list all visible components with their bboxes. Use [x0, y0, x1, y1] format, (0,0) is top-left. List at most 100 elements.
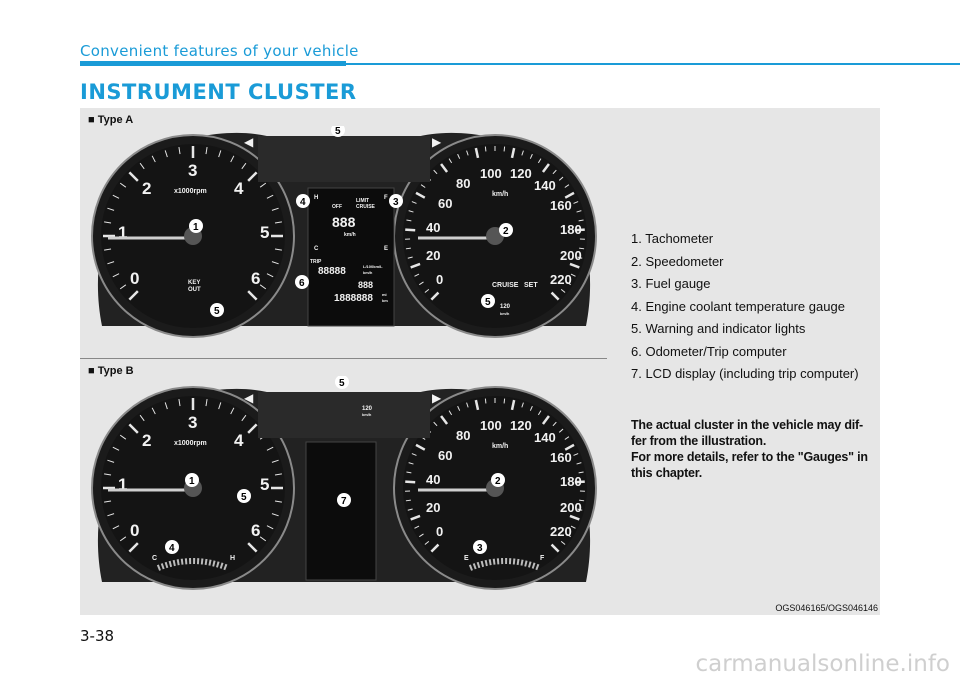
gauge-tick [466, 150, 469, 156]
gauge-tick [274, 221, 282, 224]
header-rule-line [346, 63, 960, 65]
gauge-tick [440, 163, 449, 173]
legend-item: 6. Odometer/Trip computer [631, 343, 787, 359]
gauge-tick [107, 207, 115, 211]
gauge-tick [564, 191, 575, 199]
gauge-tick [112, 525, 120, 530]
gauge-tick [510, 147, 516, 159]
gauge-tick [578, 219, 584, 222]
gauge-tick [566, 281, 571, 286]
lcd-off: OFF [332, 204, 342, 210]
legend-list: 1. Tachometer 2. Speedometer 3. Fuel gau… [631, 228, 859, 386]
note-line: The actual cluster in the vehicle may di… [631, 418, 863, 432]
gauge-tick [484, 146, 487, 152]
gauge-tick [411, 201, 417, 204]
gauge-tick [271, 261, 279, 265]
gauge-tick [139, 162, 145, 170]
gauge-tick [574, 228, 585, 232]
gauge-tick [430, 291, 440, 301]
gauge-tick [119, 536, 127, 542]
gauge-tick [537, 158, 542, 164]
gauge-tick [503, 398, 506, 404]
gauge-tick [259, 182, 267, 188]
key-out-line2: OUT [188, 287, 201, 293]
tach-b-tick-2: 2 [142, 431, 151, 450]
gauge-tick [576, 462, 582, 465]
fuel-e-label: E [464, 555, 469, 562]
gauge-tick [433, 169, 438, 175]
watermark: carmanualsonline.info [695, 651, 950, 677]
tach-b-tick-6: 6 [251, 521, 260, 540]
gauge-tick [266, 273, 274, 278]
section-header: Convenient features of your vehicle [80, 42, 359, 60]
tach-tick-6: 6 [251, 269, 260, 288]
gauge-tick [151, 155, 156, 163]
turn-right-icon: ▶ [432, 135, 442, 149]
svg-text:1: 1 [189, 476, 195, 487]
gauge-tick [274, 248, 282, 251]
speedo-tick-60: 60 [438, 196, 452, 211]
coolant-gauge-arc [156, 558, 230, 571]
gauge-tick [419, 281, 424, 286]
gauge-tick [569, 262, 580, 269]
gauge-tick [576, 210, 582, 213]
gauge-tick [218, 402, 222, 410]
tach-tick-0: 0 [130, 269, 139, 288]
gauge-tick [420, 184, 426, 188]
gauge-tick [537, 410, 542, 416]
lcd-small-value: 888 [358, 280, 373, 290]
svg-text:7: 7 [341, 496, 347, 507]
gauge-tick [128, 542, 139, 553]
gauge-tick [406, 219, 412, 222]
gauge-tick [107, 261, 115, 265]
gauge-tick [271, 207, 279, 211]
gauge-tick [104, 221, 112, 224]
note-line: this chapter. [631, 466, 703, 480]
gauge-tick [558, 176, 564, 181]
gauge-tick [550, 291, 560, 301]
callout-1-b: 1 [185, 473, 199, 487]
svg-text:5: 5 [214, 306, 220, 317]
gauge-tick [529, 405, 533, 411]
lcd-c: C [314, 246, 319, 252]
legend-item: 5. Warning and indicator lights [631, 321, 806, 336]
gauge-tick [247, 290, 258, 301]
gauge-tick [408, 210, 414, 213]
gauge-tick [164, 150, 168, 158]
gauge-tick [550, 543, 560, 553]
gauge-tick [558, 428, 564, 433]
lcd-f: F [384, 195, 388, 201]
gauge-tick [564, 184, 570, 188]
gauge-tick [405, 247, 411, 250]
gauge-tick [424, 540, 430, 545]
page-title: INSTRUMENT CLUSTER [80, 80, 357, 104]
gauge-tick [411, 453, 417, 456]
speedo-tick-120: 120 [510, 166, 532, 181]
warning-light-strip-b [258, 392, 430, 438]
lcd-cruise: CRUISE [356, 204, 376, 210]
tach-b-tick-1: 1 [118, 475, 127, 494]
gauge-tick [112, 194, 120, 199]
gauge-tick [457, 405, 461, 411]
coolant-c-label: C [152, 555, 157, 562]
svg-text:5: 5 [335, 126, 341, 137]
key-out-line1: KEY [188, 280, 200, 286]
disclaimer-note: The actual cluster in the vehicle may di… [631, 417, 877, 481]
gauge-tick [104, 473, 112, 476]
lcd-economy-unit: L/100km/L [363, 264, 383, 269]
tach-b-tick-3: 3 [188, 413, 197, 432]
legend-item: 7. LCD display (including trip computer) [631, 366, 859, 381]
speedo-b-tick-140: 140 [534, 430, 556, 445]
type-b-speed: 120 [362, 406, 373, 412]
lcd-e: E [384, 246, 388, 252]
lcd-odo-unit-mi: mi [382, 292, 387, 297]
gauge-tick [259, 536, 267, 542]
svg-text:3: 3 [393, 197, 399, 208]
callout-6-a: 6 [295, 275, 309, 289]
type-b-speed-unit: km/h [362, 412, 372, 417]
callout-1-a: 1 [189, 219, 203, 233]
gauge-tick [410, 514, 421, 521]
gauge-tick [407, 256, 413, 259]
gauge-tick [510, 399, 516, 411]
gauge-tick [560, 540, 566, 545]
